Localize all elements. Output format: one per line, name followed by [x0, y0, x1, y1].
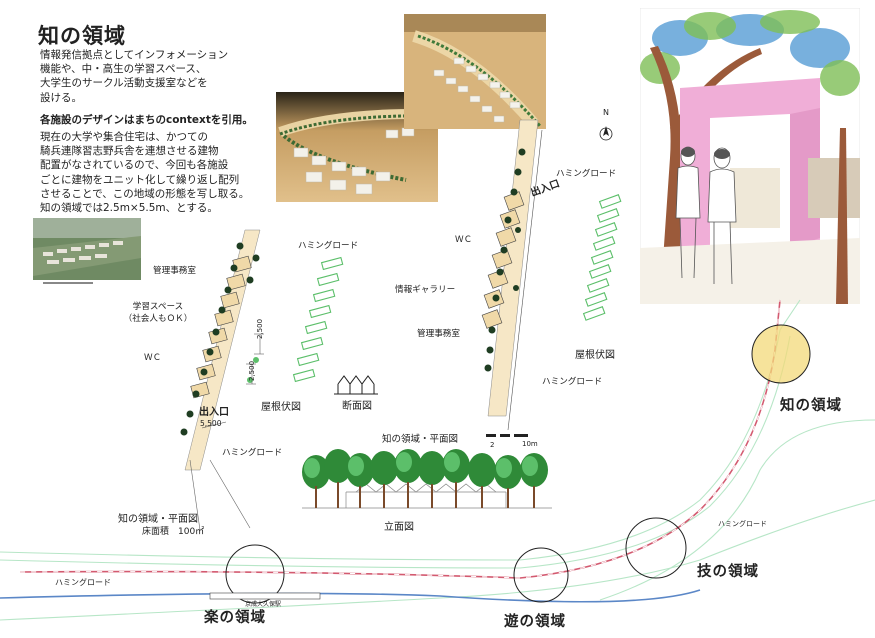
scale-mark-10: 10m	[522, 440, 538, 448]
scale-mark-2: 2	[490, 441, 495, 449]
section-label: 断面図	[342, 401, 372, 412]
map-hamming-road-left: ハミングロード	[55, 578, 111, 587]
description: 情報発信拠点としてインフォメーション 機能や、中・高生の学習スペース、 大学生の…	[40, 48, 228, 105]
body-line: ごとに建物をユニット化して繰り返し配列	[40, 173, 240, 186]
left-roof-plan-label: 屋根伏図	[261, 402, 301, 413]
description-line: 大学生のサークル活動支援室などを	[40, 77, 208, 90]
north-label: N	[603, 108, 609, 117]
right-roof-plan-label: 屋根伏図	[575, 350, 615, 361]
page-title: 知の領域	[38, 24, 126, 48]
dimension-2500-a: 2,500	[256, 318, 264, 339]
right-plan	[481, 119, 622, 430]
left-hamming-road-bottom-label: ハミングロード	[222, 448, 283, 458]
zone-ease-label: 楽の領域	[204, 610, 266, 626]
right-hamming-road-top-label: ハミングロード	[556, 169, 617, 179]
scale-bar	[486, 434, 528, 437]
body-line: 配置がなされているので、今回も各施設	[40, 159, 229, 172]
elevation-drawing	[302, 449, 552, 509]
left-wc-label: ＷＣ	[144, 353, 162, 363]
dimension-2500-b: 2,500	[248, 360, 256, 381]
perspective-sketch	[640, 8, 860, 304]
description-line: 設ける。	[40, 91, 82, 104]
body-line: させることで、この地域の形態を写し取る。	[40, 187, 250, 200]
description-line: 情報発信拠点としてインフォメーション	[40, 49, 229, 61]
left-study-space-note: （社会人もＯＫ）	[123, 314, 193, 324]
dimension-5500: 5,500	[200, 419, 222, 428]
zone-technique-label: 技の領域	[697, 564, 759, 580]
right-hamming-road-bottom-label: ハミングロード	[542, 377, 603, 387]
gallery-label: 情報ギャラリー	[395, 285, 456, 295]
scale-title: 知の領域・平面図	[382, 434, 459, 445]
left-admin-office-label: 管理事務室	[153, 266, 196, 276]
floor-area: 床面積 100㎡	[142, 527, 205, 537]
elevation-label: 立面図	[384, 522, 414, 533]
left-hamming-road-top-label: ハミングロード	[298, 241, 359, 251]
body-line: 現在の大学や集合住宅は、かつての	[40, 131, 208, 143]
map-hamming-road-right: ハミングロード	[718, 520, 767, 528]
body-line: 知の領域では2.5m×5.5m、とする。	[40, 202, 218, 215]
right-wc-label: ＷＣ	[455, 235, 473, 245]
description-line: 機能や、中・高生の学習スペース、	[40, 63, 207, 76]
left-plan	[180, 229, 378, 530]
right-admin-office-label: 管理事務室	[417, 329, 460, 339]
lead-text: 各施設のデザインはまちのcontextを引用。	[40, 114, 253, 126]
left-entrance-label: 出入口	[199, 407, 229, 418]
aerial-photo	[33, 218, 141, 290]
station-label: 京成大久保駅	[245, 601, 282, 608]
zone-knowledge-label: 知の領域	[780, 398, 842, 414]
model-photo-top	[404, 14, 546, 129]
north-arrow-icon	[599, 126, 613, 141]
left-study-space-label: 学習スペース	[132, 302, 184, 312]
zone-play-label: 遊の領域	[504, 614, 566, 630]
body-text: 現在の大学や集合住宅は、かつての 騎兵連隊習志野兵舎を連想させる建物 配置がなさ…	[40, 130, 249, 215]
body-line: 騎兵連隊習志野兵舎を連想させる建物	[40, 145, 219, 158]
left-plan-title: 知の領域・平面図	[118, 514, 198, 525]
